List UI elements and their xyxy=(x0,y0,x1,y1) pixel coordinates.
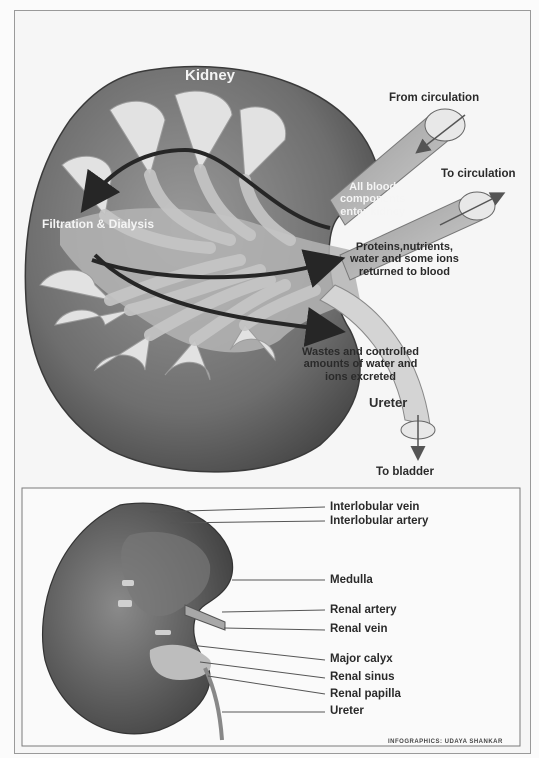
vein-end-ring xyxy=(425,109,465,141)
infographics-credit: INFOGRAPHICS: UDAYA SHANKAR xyxy=(388,739,503,745)
renal-artery-label: Renal artery xyxy=(330,604,396,617)
major-calyx-label: Major calyx xyxy=(330,653,393,666)
wastes-line-2: amounts of water and xyxy=(302,358,419,370)
proteins-line-3: returned to blood xyxy=(350,266,459,278)
renal-vein-label: Renal vein xyxy=(330,623,388,636)
all-blood-line-2: components xyxy=(340,193,405,205)
all-blood-line-3: enter kidney xyxy=(340,206,405,218)
renal-sinus-label: Renal sinus xyxy=(330,671,395,684)
proteins-line-2: water and some ions xyxy=(350,253,459,265)
filtration-dialysis-label: Filtration & Dialysis xyxy=(42,218,154,231)
kidney-title: Kidney xyxy=(185,68,235,85)
proteins-label: Proteins,nutrients, water and some ions … xyxy=(350,241,459,278)
all-blood-label: All blood components enter kidney xyxy=(340,181,405,218)
proteins-line-1: Proteins,nutrients, xyxy=(350,241,459,253)
from-circulation-label: From circulation xyxy=(389,92,479,105)
wastes-label: Wastes and controlled amounts of water a… xyxy=(302,346,419,383)
wastes-line-3: ions excreted xyxy=(302,371,419,383)
interlobular-artery-label: Interlobular artery xyxy=(330,515,428,528)
all-blood-line-1: All blood xyxy=(340,181,405,193)
ureter-top-label: Ureter xyxy=(369,396,407,411)
to-circulation-label: To circulation xyxy=(441,168,516,181)
medulla-label: Medulla xyxy=(330,574,373,587)
renal-papilla-label: Renal papilla xyxy=(330,688,401,701)
ureter-bottom-label: Ureter xyxy=(330,705,364,718)
to-bladder-label: To bladder xyxy=(376,466,434,479)
interlobular-vein-label: Interlobular vein xyxy=(330,501,419,514)
wastes-line-1: Wastes and controlled xyxy=(302,346,419,358)
